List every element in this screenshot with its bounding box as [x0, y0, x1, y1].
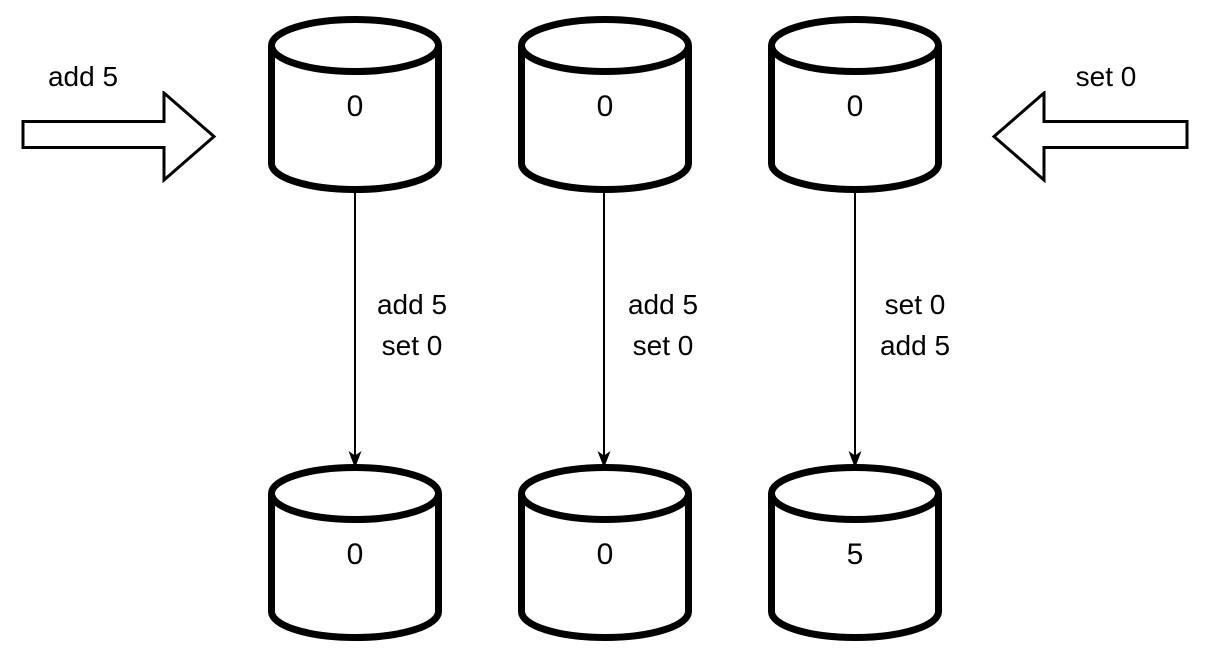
right-block-arrow-icon [21, 91, 217, 183]
transition-3-label: set 0 add 5 [850, 284, 980, 366]
transition-1-label: add 5 set 0 [347, 284, 477, 366]
replica-3-initial-value: 0 [847, 90, 864, 123]
transition-3-op-2: add 5 [879, 330, 951, 361]
replica-1-final-cylinder: 0 [268, 464, 442, 641]
replica-2-final-value: 0 [597, 538, 614, 571]
transition-1-op-1: add 5 [376, 289, 448, 320]
replica-2-final-cylinder: 0 [518, 464, 692, 641]
replica-2-initial-value: 0 [597, 90, 614, 123]
replica-3-final-value: 5 [847, 538, 864, 571]
transition-1-op-2: set 0 [381, 330, 443, 361]
replica-1-initial-cylinder: 0 [268, 16, 442, 193]
replica-2-initial-cylinder: 0 [518, 16, 692, 193]
down-arrow-icon-1 [348, 192, 362, 468]
transition-2-label: add 5 set 0 [598, 284, 728, 366]
replica-1-initial-value: 0 [347, 90, 364, 123]
left-operation-label: add 5 [47, 61, 119, 92]
replica-3-initial-cylinder: 0 [768, 16, 942, 193]
transition-2-op-2: set 0 [632, 330, 694, 361]
down-arrow-icon-3 [848, 192, 862, 468]
right-operation-label: set 0 [1075, 61, 1137, 92]
replica-1-final-value: 0 [347, 538, 364, 571]
transition-2-op-1: add 5 [627, 289, 699, 320]
left-block-arrow-icon [991, 91, 1189, 183]
transition-3-op-1: set 0 [884, 289, 946, 320]
down-arrow-icon-2 [597, 192, 611, 468]
replica-3-final-cylinder: 5 [768, 464, 942, 641]
